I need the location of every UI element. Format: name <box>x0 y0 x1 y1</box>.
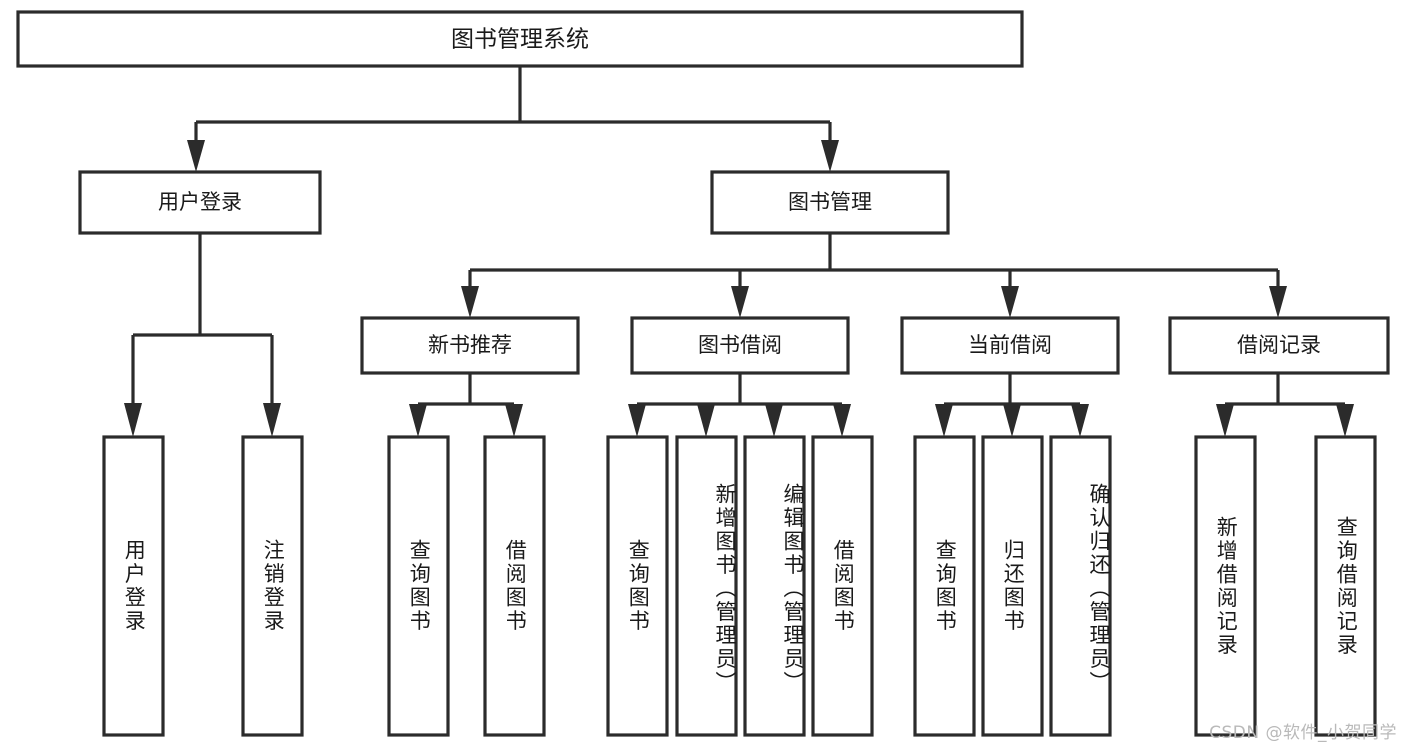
node-leaf-query-book-2-box[interactable] <box>606 435 669 737</box>
node-leaf-borrow-book-1-box[interactable] <box>483 435 546 737</box>
arrowhead-leaf-add-record <box>1216 404 1234 437</box>
node-leaf-borrow-book-2-box[interactable] <box>811 435 874 737</box>
node-leaf-confirm-return-box[interactable] <box>1049 435 1112 737</box>
node-leaf-add-book-box[interactable] <box>675 435 738 737</box>
node-book-manage-box[interactable] <box>710 170 950 235</box>
node-current-borrow-label: 当前借阅 <box>968 333 1052 357</box>
node-user-login-label: 用户登录 <box>158 190 242 214</box>
arrowhead-leaf-borrow-book-2 <box>833 404 851 437</box>
node-user-login[interactable]: 用户登录 <box>78 170 322 235</box>
node-root[interactable]: 图书管理系统 <box>16 10 1024 68</box>
node-leaf-edit-book-box[interactable] <box>743 435 806 737</box>
node-borrow-record[interactable]: 借阅记录 <box>1168 316 1390 375</box>
node-root-label: 图书管理系统 <box>451 27 589 53</box>
arrowhead-leaf-return-book <box>1003 404 1021 437</box>
arrowhead-leaf-query-record <box>1336 404 1354 437</box>
node-borrow-record-box[interactable] <box>1168 316 1390 375</box>
node-borrow-record-label: 借阅记录 <box>1237 333 1321 357</box>
arrowhead-leaf-borrow-book-1 <box>505 404 523 437</box>
arrowhead-leaf-query-book-2 <box>628 404 646 437</box>
arrowhead-leaf-user-logout <box>263 403 281 437</box>
node-leaf-user-login-box[interactable] <box>102 435 165 737</box>
node-root-box[interactable] <box>16 10 1024 68</box>
node-book-manage[interactable]: 图书管理 <box>710 170 950 235</box>
arrowhead-leaf-user-login <box>124 403 142 437</box>
node-current-borrow-box[interactable] <box>900 316 1120 375</box>
arrowhead-book-borrow <box>731 286 749 318</box>
node-new-book-recommend[interactable]: 新书推荐 <box>360 316 580 375</box>
node-new-book-recommend-box[interactable] <box>360 316 580 375</box>
csdn-watermark: CSDN @软件_小贺同学 <box>1209 723 1397 743</box>
arrowhead-user-login <box>187 140 205 172</box>
node-book-borrow[interactable]: 图书借阅 <box>630 316 850 375</box>
arrowhead-book-manage <box>821 140 839 172</box>
arrowhead-leaf-add-book <box>697 404 715 437</box>
arrowhead-borrow-record <box>1269 286 1287 318</box>
node-book-borrow-label: 图书借阅 <box>698 333 782 357</box>
node-leaf-add-record-box[interactable] <box>1194 435 1257 737</box>
node-new-book-recommend-label: 新书推荐 <box>428 333 512 357</box>
connector-layer <box>124 66 1354 437</box>
arrowhead-leaf-query-book-3 <box>935 404 953 437</box>
node-book-borrow-box[interactable] <box>630 316 850 375</box>
node-leaf-return-book-box[interactable] <box>981 435 1044 737</box>
node-leaf-query-book-3-box[interactable] <box>913 435 976 737</box>
arrowhead-leaf-edit-book <box>765 404 783 437</box>
arrowhead-current-borrow <box>1001 286 1019 318</box>
node-leaf-query-record-box[interactable] <box>1314 435 1377 737</box>
node-leaf-query-book-1-box[interactable] <box>387 435 450 737</box>
leaf-box-layer <box>102 435 1377 737</box>
node-user-login-box[interactable] <box>78 170 322 235</box>
node-leaf-user-logout-box[interactable] <box>241 435 304 737</box>
node-current-borrow[interactable]: 当前借阅 <box>900 316 1120 375</box>
arrowhead-leaf-query-book-1 <box>409 404 427 437</box>
arrowhead-new-book-recommend <box>461 286 479 318</box>
node-book-manage-label: 图书管理 <box>788 190 872 214</box>
arrowhead-leaf-confirm-return <box>1071 404 1089 437</box>
